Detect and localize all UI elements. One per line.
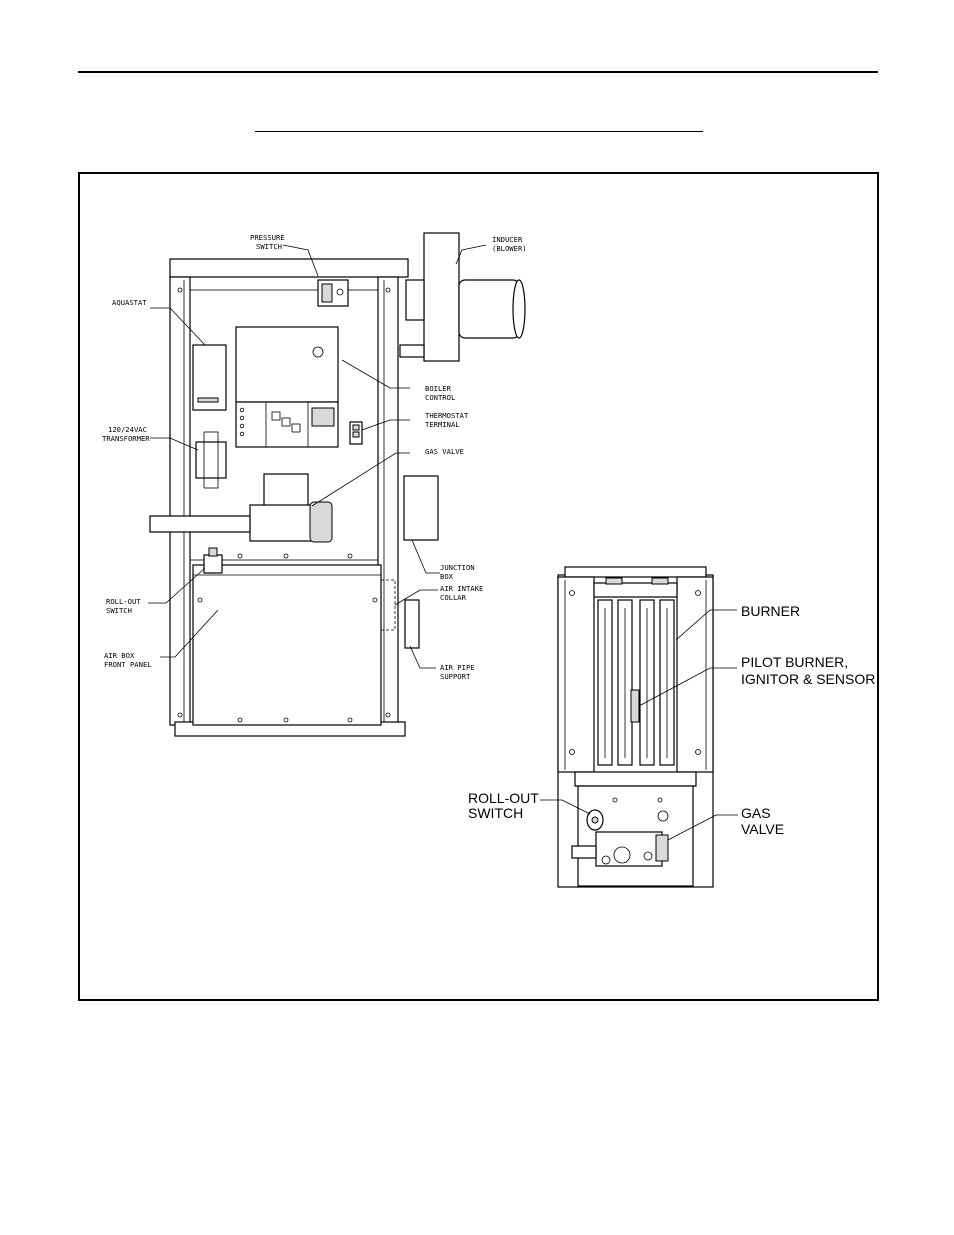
label-burner: BURNER (741, 603, 800, 619)
cabinet-left-side (170, 277, 190, 725)
label-air-intake-collar-2: COLLAR (440, 593, 467, 602)
boiler-cabinet-drawing (150, 233, 525, 736)
junction-box (404, 476, 438, 540)
svg-text:ROLL-OUT: ROLL-OUT (106, 597, 141, 606)
label-roll-out-switch-right-1: ROLL-OUT (468, 790, 539, 806)
label-air-box-front-panel-2: FRONT PANEL (104, 660, 152, 669)
svg-text:SWITCH: SWITCH (106, 606, 132, 615)
svg-text:THERMOSTAT: THERMOSTAT (425, 411, 469, 420)
cabinet-top-cap (170, 259, 408, 277)
boiler-control (236, 327, 338, 402)
label-pilot-2: IGNITOR & SENSOR (741, 671, 875, 687)
label-inducer-2: (BLOWER) (492, 244, 527, 253)
label-pressure-switch-1: PRESSURE (250, 233, 285, 242)
svg-text:TERMINAL: TERMINAL (425, 420, 460, 429)
svg-text:AQUASTAT: AQUASTAT (112, 298, 147, 307)
svg-text:BOILER: BOILER (425, 384, 452, 393)
label-gas-valve-right-2: VALVE (741, 821, 784, 837)
label-air-intake-collar-1: AIR INTAKE (440, 584, 483, 593)
label-roll-out-switch-right-2: SWITCH (468, 805, 523, 821)
svg-text:COLLAR: COLLAR (440, 593, 467, 602)
svg-text:AIR INTAKE: AIR INTAKE (440, 584, 483, 593)
svg-text:SWITCH: SWITCH (468, 805, 523, 821)
label-aquastat: AQUASTAT (112, 298, 147, 307)
svg-text:TRANSFORMER: TRANSFORMER (102, 434, 150, 443)
label-boiler-control-2: CONTROL (425, 393, 455, 402)
label-junction-box-1: JUNCTION (440, 563, 475, 572)
svg-text:(BLOWER): (BLOWER) (492, 244, 527, 253)
label-transformer-1: 120/24VAC (108, 425, 147, 434)
svg-text:SUPPORT: SUPPORT (440, 672, 471, 681)
air-pipe-support (405, 600, 419, 648)
svg-text:PRESSURE: PRESSURE (250, 233, 285, 242)
inducer-blower (424, 233, 459, 361)
label-thermostat-terminal-1: THERMOSTAT (425, 411, 469, 420)
svg-text:CONTROL: CONTROL (425, 393, 455, 402)
svg-text:ROLL-OUT: ROLL-OUT (468, 790, 539, 806)
svg-text:AIR BOX: AIR BOX (104, 651, 135, 660)
svg-text:PILOT BURNER,: PILOT BURNER, (741, 654, 848, 670)
svg-text:JUNCTION: JUNCTION (440, 563, 475, 572)
gas-pipe (150, 516, 250, 532)
label-boiler-control-1: BOILER (425, 384, 452, 393)
label-air-pipe-support-2: SUPPORT (440, 672, 471, 681)
label-gas-valve-right-1: GAS (741, 805, 771, 821)
svg-text:GAS VALVE: GAS VALVE (425, 447, 464, 456)
svg-text:INDUCER: INDUCER (492, 235, 523, 244)
label-pilot-1: PILOT BURNER, (741, 654, 848, 670)
svg-text:AIR PIPE: AIR PIPE (440, 663, 475, 672)
svg-text:BOX: BOX (440, 572, 454, 581)
label-pressure-switch-2: SWITCH (256, 242, 282, 251)
gas-valve-right (596, 832, 662, 866)
label-air-box-front-panel-1: AIR BOX (104, 651, 135, 660)
air-box-front-panel (193, 565, 381, 725)
svg-text:SWITCH: SWITCH (256, 242, 282, 251)
svg-text:VALVE: VALVE (741, 821, 784, 837)
label-transformer-2: TRANSFORMER (102, 434, 150, 443)
label-inducer-1: INDUCER (492, 235, 523, 244)
svg-text:IGNITOR & SENSOR: IGNITOR & SENSOR (741, 671, 875, 687)
label-thermostat-terminal-2: TERMINAL (425, 420, 460, 429)
svg-text:BURNER: BURNER (741, 603, 800, 619)
label-roll-out-switch-left-1: ROLL-OUT (106, 597, 141, 606)
transformer (196, 442, 226, 478)
roll-out-switch-left (204, 555, 222, 573)
label-gas-valve-left: GAS VALVE (425, 447, 464, 456)
burner-front-drawing (558, 567, 713, 887)
svg-text:FRONT PANEL: FRONT PANEL (104, 660, 152, 669)
label-roll-out-switch-left-2: SWITCH (106, 606, 132, 615)
label-air-pipe-support-1: AIR PIPE (440, 663, 475, 672)
svg-text:GAS: GAS (741, 805, 771, 821)
label-junction-box-2: BOX (440, 572, 454, 581)
pilot-burner (631, 690, 639, 722)
svg-text:120/24VAC: 120/24VAC (108, 425, 147, 434)
